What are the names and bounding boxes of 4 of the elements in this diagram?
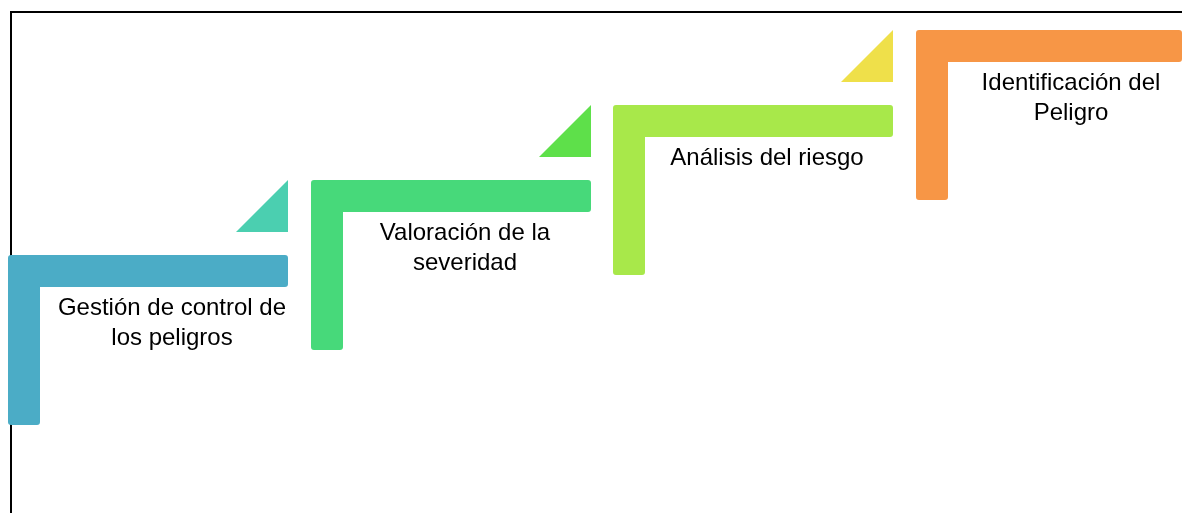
step-label: Valoración de la severidad bbox=[378, 217, 552, 277]
step-label: Gestión de control de los peligros bbox=[56, 292, 288, 352]
step-label: Identificación del Peligro bbox=[980, 67, 1162, 127]
step-label: Análisis del riesgo bbox=[669, 142, 865, 172]
